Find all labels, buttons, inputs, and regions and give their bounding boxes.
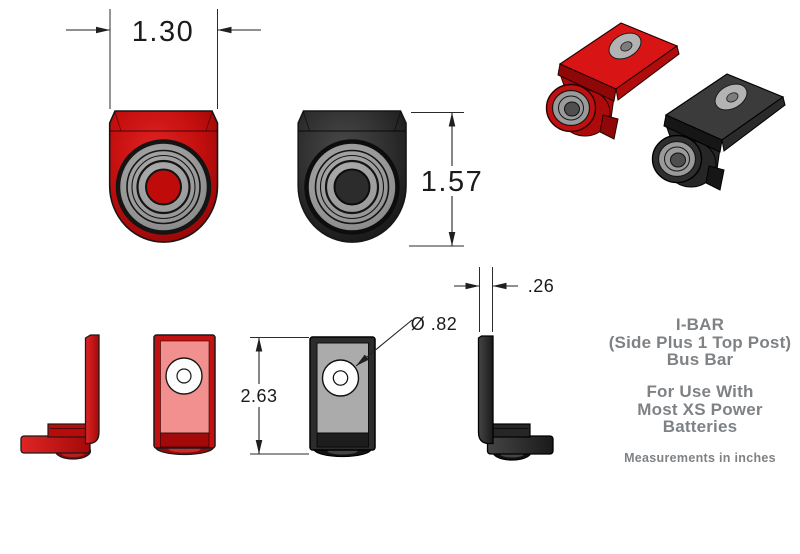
front-view-black — [297, 110, 407, 243]
washer-boss — [324, 159, 380, 215]
dim-front-width-label: 1.30 — [132, 16, 194, 48]
top-view-red — [153, 334, 216, 456]
washer-boss — [136, 159, 191, 215]
product-title-line3: Bus Bar — [666, 350, 734, 370]
dim-hole-diameter: Ø .82 — [355, 314, 458, 367]
washer-ring — [314, 149, 390, 225]
dim-front-height: 1.57 — [409, 112, 483, 247]
measurement-note: Measurements in inches — [624, 451, 776, 466]
usage-line1: For Use With — [646, 382, 754, 402]
front-view-red — [108, 110, 219, 243]
washer-ring — [126, 149, 201, 225]
dim-plate-length-label: 2.63 — [240, 386, 277, 406]
dim-plate-length: 2.63 — [240, 337, 309, 455]
plate-bend-band — [316, 432, 369, 448]
side-view-red — [20, 334, 100, 460]
usage-line2: Most XS Power — [637, 399, 763, 419]
leader-arrow — [355, 319, 413, 367]
washer-ring — [319, 154, 385, 220]
chamfer-seam — [394, 111, 401, 132]
chamfer-seam — [114, 111, 122, 132]
top-view-black — [309, 336, 376, 458]
chamfer-seam — [205, 111, 213, 132]
dim-plate-thickness: .26 — [454, 267, 554, 332]
render-3d-red — [545, 22, 680, 140]
foot-base — [20, 435, 91, 454]
dim-front-width: 1.30 — [66, 9, 261, 109]
product-title-line1: I-BAR — [675, 315, 725, 334]
center-post — [333, 168, 371, 206]
plate-bend-band — [160, 432, 210, 448]
washer-ring — [131, 154, 196, 220]
chamfer-seam — [303, 111, 310, 132]
vertical-plate — [84, 334, 100, 445]
usage-line3: Batteries — [662, 417, 738, 437]
dim-hole-diameter-label: Ø .82 — [411, 314, 458, 334]
hole — [332, 370, 349, 386]
hole — [176, 368, 192, 384]
side-view-black — [477, 335, 554, 461]
dim-plate-thickness-label: .26 — [528, 276, 555, 296]
center-post — [145, 168, 182, 206]
dim-front-height-label: 1.57 — [421, 166, 483, 198]
product-title-line2: (Side Plus 1 Top Post) — [608, 332, 792, 352]
info-panel: I-BAR (Side Plus 1 Top Post) Bus Bar For… — [598, 316, 800, 465]
vertical-plate — [477, 335, 494, 445]
foot-base — [486, 435, 554, 455]
render-3d-black — [651, 73, 786, 191]
